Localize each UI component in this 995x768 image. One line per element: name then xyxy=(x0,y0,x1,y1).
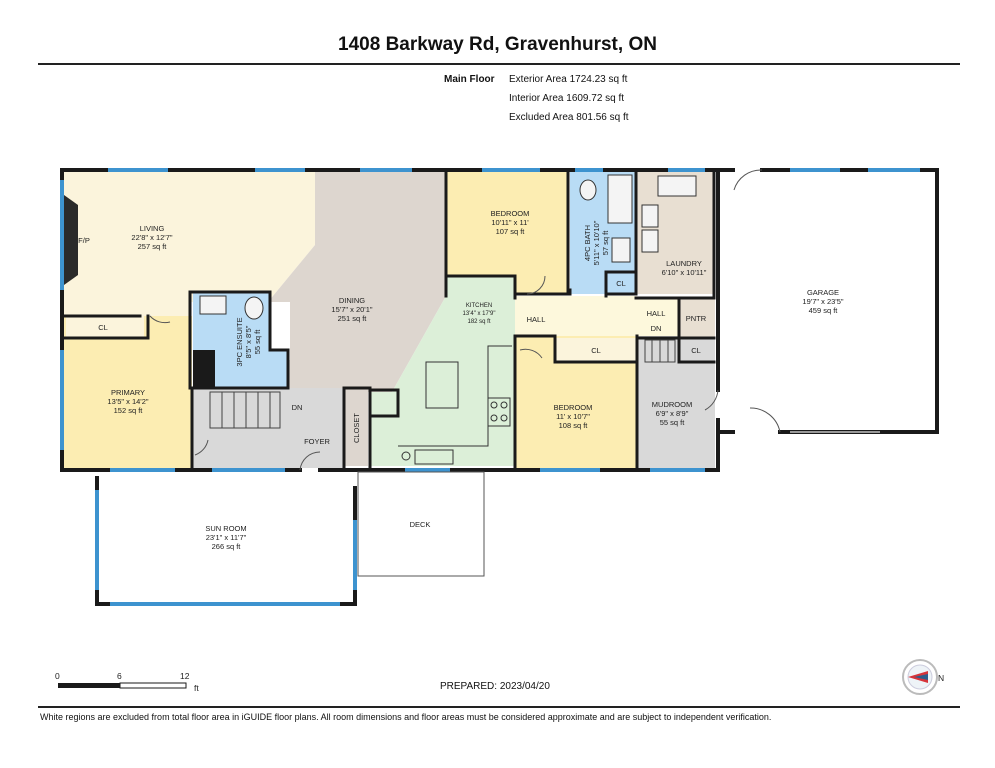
dining-area: 251 sq ft xyxy=(338,314,368,323)
garage-name: GARAGE xyxy=(807,288,839,297)
dining-dims: 15'7" x 20'1" xyxy=(331,305,372,314)
ensuite-dims: 8'5" x 8'5" xyxy=(244,325,253,358)
kitchen-name: KITCHEN xyxy=(466,303,492,309)
mudroom-hall-fill xyxy=(637,298,679,336)
scale-unit: ft xyxy=(194,683,199,693)
scale-tick-12: 12 xyxy=(180,671,190,681)
foyer-label: FOYER xyxy=(304,437,330,446)
ensuite-dark-fill xyxy=(193,350,215,388)
bath4pc-area: 57 sq ft xyxy=(601,230,610,256)
fireplace-label: F/P xyxy=(78,236,90,245)
closet-label: CLOSET xyxy=(352,413,361,443)
bedroom2-dims: 11' x 10'7" xyxy=(556,412,590,421)
dining-fill xyxy=(268,170,446,392)
living-fill xyxy=(62,170,315,316)
plan-title: 1408 Barkway Rd, Gravenhurst, ON xyxy=(338,34,657,55)
mudroom-dn-label: DN xyxy=(651,324,662,333)
laundry-dims: 6'10" x 10'11" xyxy=(662,268,707,277)
kitchen-dims: 13'4" x 17'9" xyxy=(463,311,496,317)
footer-disclaimer: White regions are excluded from total fl… xyxy=(40,712,772,722)
bedroom1-name: BEDROOM xyxy=(491,209,530,218)
scale-tick-0: 0 xyxy=(55,671,60,681)
scale-tick-6: 6 xyxy=(117,671,122,681)
closet-label-group: CLOSET xyxy=(352,413,361,443)
scale-bar: 0 6 12 ft xyxy=(55,671,199,693)
sunroom-walls xyxy=(95,476,357,606)
primary-fill xyxy=(62,316,192,468)
bath-closet-label: CL xyxy=(616,279,626,288)
footer-rule xyxy=(38,706,960,708)
sunroom-area: 266 sq ft xyxy=(212,542,242,551)
bedroom1-dims: 10'11" x 11' xyxy=(491,218,529,227)
mudroom-closet-label: CL xyxy=(691,346,701,355)
primary-area: 152 sq ft xyxy=(114,406,144,415)
bedroom2-area: 108 sq ft xyxy=(559,421,589,430)
dining-name: DINING xyxy=(339,296,365,305)
floor-label: Main Floor xyxy=(444,74,495,85)
mudroom-area: 55 sq ft xyxy=(660,418,686,427)
compass-north: N xyxy=(938,673,944,683)
bath4pc-dims: 5'11" x 10'10" xyxy=(592,220,601,265)
bedroom2-closet-label: CL xyxy=(591,346,601,355)
primary-name: PRIMARY xyxy=(111,388,145,397)
hall-fill xyxy=(515,296,637,336)
windows xyxy=(60,168,920,472)
bedroom2-cl-fill xyxy=(555,338,637,362)
primary-closet-fill xyxy=(66,316,144,338)
deck-outline xyxy=(357,471,485,577)
interior-walls xyxy=(60,168,716,470)
stairs xyxy=(209,339,676,429)
laundry-name: LAUNDRY xyxy=(666,259,702,268)
bath4pc-label: 4PC BATH 5'11" x 10'10" 57 sq ft xyxy=(583,220,610,265)
closet-fill xyxy=(344,390,368,466)
kitchen-fixtures xyxy=(398,345,512,465)
living-name: LIVING xyxy=(140,224,165,233)
primary-closet-label: CL xyxy=(98,323,108,332)
bedroom1-fill xyxy=(446,170,568,294)
deck-label: DECK xyxy=(410,520,431,529)
bath-fixtures xyxy=(199,174,697,320)
ensuite-name: 3PC ENSUITE xyxy=(235,317,244,366)
door-swings xyxy=(149,169,781,471)
hall-label: HALL xyxy=(527,315,546,324)
ensuite-label: 3PC ENSUITE 8'5" x 8'5" 55 sq ft xyxy=(235,317,262,366)
pntr-fill xyxy=(679,298,715,338)
title-rule xyxy=(38,63,960,65)
kitchen-fill xyxy=(370,276,515,466)
bath4pc-name: 4PC BATH xyxy=(583,225,592,261)
excluded-area: Excluded Area 801.56 sq ft xyxy=(509,112,629,123)
fireplace xyxy=(64,195,78,285)
exterior-area: Exterior Area 1724.23 sq ft xyxy=(509,74,628,85)
primary-dims: 13'5" x 14'2" xyxy=(107,397,148,406)
mudroom-dims: 6'9" x 8'9" xyxy=(656,409,689,418)
prepared-date: PREPARED: 2023/04/20 xyxy=(440,681,550,692)
mudroom-hall-label: HALL xyxy=(647,309,666,318)
bedroom1-area: 107 sq ft xyxy=(496,227,526,236)
sunroom-dims: 23'1" x 11'7" xyxy=(206,533,247,542)
stairs-dn-label: DN xyxy=(292,403,303,412)
garage-dims: 19'7" x 23'5" xyxy=(802,297,843,306)
compass-icon: N xyxy=(902,659,944,695)
interior-area: Interior Area 1609.72 sq ft xyxy=(509,93,625,104)
bedroom2-name: BEDROOM xyxy=(554,403,593,412)
sunroom-name: SUN ROOM xyxy=(205,524,246,533)
living-dims: 22'8" x 12'7" xyxy=(131,233,172,242)
ensuite-fill xyxy=(193,292,288,388)
mudroom-name: MUDROOM xyxy=(652,400,692,409)
pantry-label: PNTR xyxy=(686,314,707,323)
mudroom-fill xyxy=(637,336,715,468)
garage-area: 459 sq ft xyxy=(809,306,839,315)
ensuite-area: 55 sq ft xyxy=(253,329,262,355)
living-area: 257 sq ft xyxy=(138,242,168,251)
kitchen-area: 182 sq ft xyxy=(467,319,490,325)
